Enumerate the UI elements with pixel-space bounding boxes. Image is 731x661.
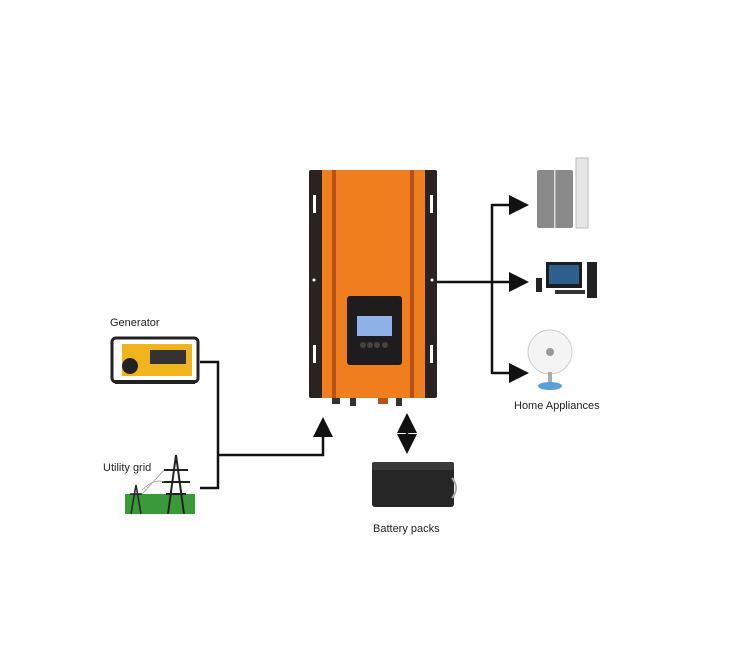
source-bus-line [200,360,220,490]
battery-label: Battery packs [373,523,440,535]
fan-icon [527,329,573,390]
generator-label: Generator [110,317,160,329]
home-appliances-label: Home Appliances [514,400,600,412]
input-arrow [218,417,333,457]
generator-icon [110,336,200,384]
connection-lines [200,195,529,490]
inverter [309,170,437,406]
utility-grid-label: Utility grid [103,462,152,474]
battery-pack-icon [372,462,457,507]
inverter-display-panel [347,296,402,365]
fridge-icon [537,157,589,229]
utility-grid-icon [125,454,195,515]
computer-icon [536,262,597,298]
